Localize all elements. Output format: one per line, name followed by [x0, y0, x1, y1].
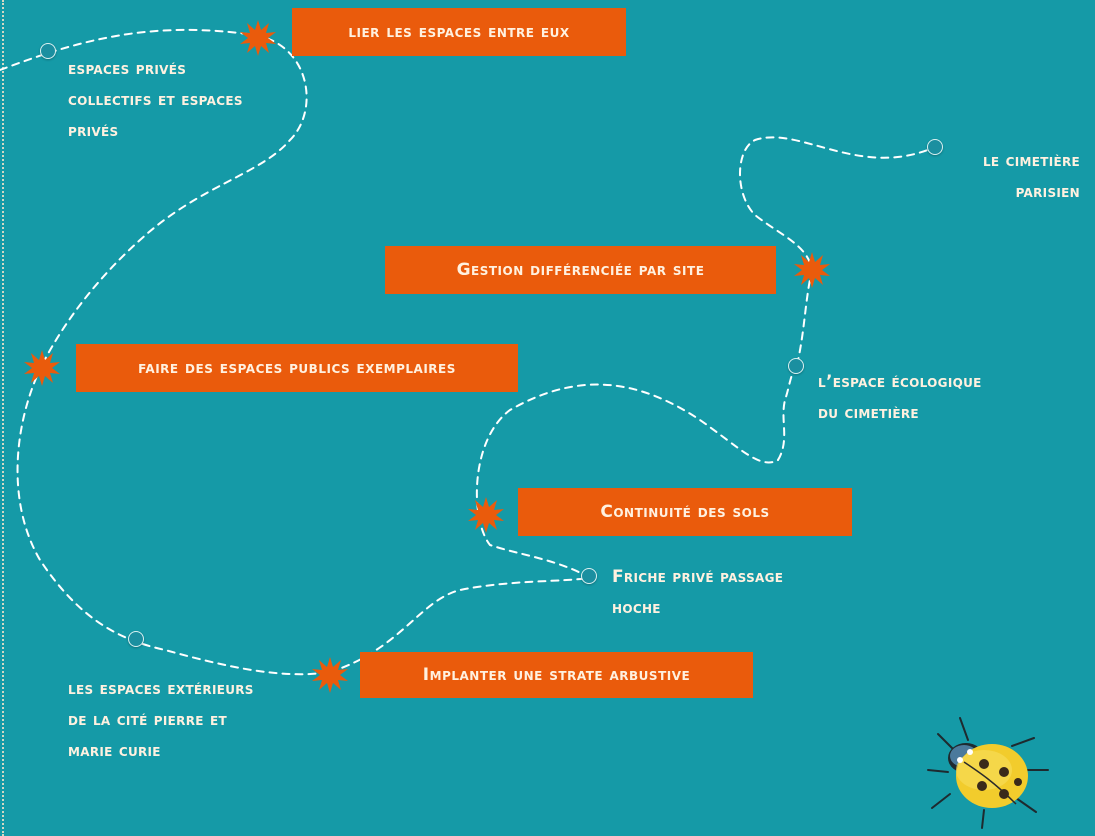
node-dot-icon: [128, 631, 144, 647]
ladybug-icon: [927, 717, 1049, 829]
place-line: Friche privé passage: [612, 567, 784, 587]
place-line: de la cité pierre et: [68, 710, 227, 730]
node-dot-icon: [581, 568, 597, 584]
action-continuite-sols: Continuité des sols: [518, 488, 852, 536]
action-strate-arbustive: Implanter une strate arbustive: [360, 652, 753, 698]
action-lier-espaces: lier les espaces entre eux: [292, 8, 626, 56]
place-line: le cimetière: [982, 151, 1080, 171]
path-bottom-link: [329, 577, 591, 673]
place-line: les espaces extérieurs: [68, 679, 254, 699]
place-espace-ecologique: l’espace écologique du cimetière: [818, 367, 982, 429]
place-cite-pierre-marie-curie: les espaces extérieurs de la cité pierre…: [68, 674, 254, 767]
node-dot-icon: [927, 139, 943, 155]
orange-burst-icon: [24, 350, 60, 386]
place-line: parisien: [1015, 182, 1080, 202]
place-espaces-prives: espaces privés collectifs et espaces pri…: [68, 54, 243, 147]
place-line: espaces privés: [68, 59, 187, 79]
path-espaces-prives: [0, 28, 308, 366]
place-line: marie curie: [68, 741, 161, 761]
path-right-rise: [777, 364, 798, 461]
action-espaces-publics: faire des espaces publics exemplaires: [76, 344, 518, 392]
place-line: hoche: [612, 598, 661, 618]
place-line: privés: [68, 121, 119, 141]
place-cimetiere-parisien: le cimetière parisien: [954, 146, 1080, 208]
node-dot-icon: [788, 358, 804, 374]
path-middle-loop: [475, 383, 779, 579]
orange-burst-icon: [468, 497, 504, 533]
action-gestion-differenciee: Gestion différenciée par site: [385, 246, 776, 294]
place-friche-hoche: Friche privé passage hoche: [612, 562, 783, 624]
node-dot-icon: [40, 43, 56, 59]
orange-burst-icon: [240, 20, 276, 56]
place-line: collectifs et espaces: [68, 90, 243, 110]
left-dotted-edge: [2, 0, 4, 836]
path-right-up: [739, 136, 936, 366]
orange-burst-icon: [312, 657, 348, 693]
corner-mark: ʾ: [1022, 0, 1028, 14]
place-line: l’espace écologique: [818, 372, 982, 392]
path-left-loop: [16, 364, 331, 676]
place-line: du cimetière: [818, 403, 919, 423]
orange-burst-icon: [794, 252, 830, 288]
